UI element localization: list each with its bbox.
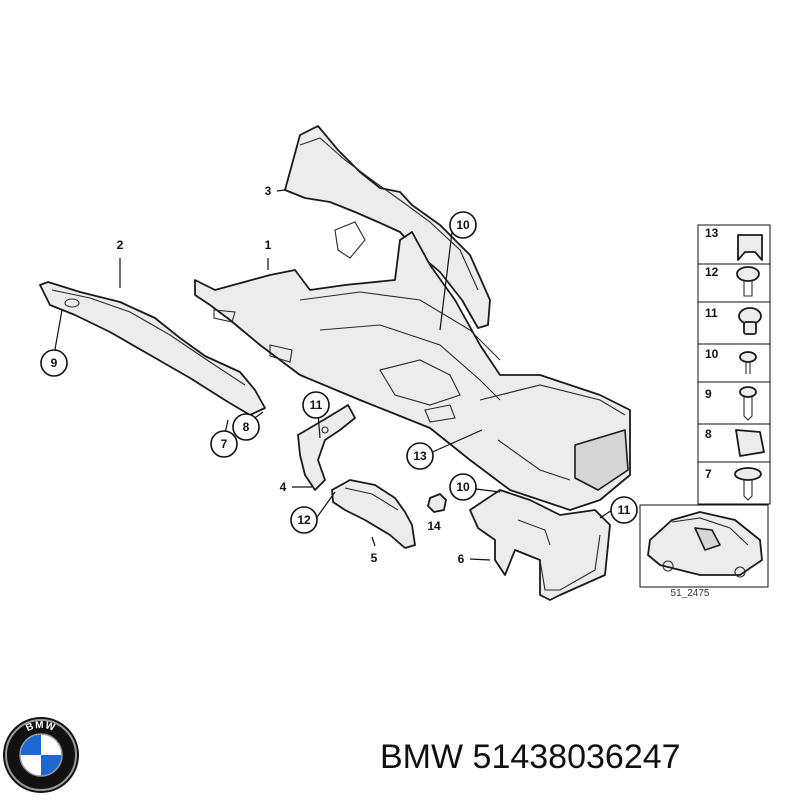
callout-label: 4 [280, 480, 287, 494]
callout-label: 7 [221, 437, 228, 451]
washer-screw-icon [734, 467, 762, 501]
callout-circle [449, 473, 477, 501]
bmw-roundel-icon: BMW [3, 717, 79, 793]
legend-label: 8 [705, 427, 712, 441]
callout-11: 11 [302, 391, 330, 419]
callout-1: 1 [265, 238, 272, 252]
callout-circle [406, 442, 434, 470]
svg-text:BMW: BMW [25, 720, 58, 734]
callout-label: 2 [117, 238, 124, 252]
part-3-side-trim [284, 125, 491, 329]
legend-label: 10 [705, 347, 719, 361]
callout-13: 13 [406, 442, 434, 470]
legend-label: 9 [705, 387, 712, 401]
callout-6: 6 [458, 552, 465, 566]
part-14-clip [427, 493, 447, 513]
callout-9: 9 [40, 349, 68, 377]
part-number: 51438036247 [472, 738, 681, 776]
callout-circle [610, 496, 638, 524]
callout-circle [302, 391, 330, 419]
legend-label: 13 [705, 226, 719, 240]
callout-label: 11 [310, 398, 323, 412]
callout-label: 5 [371, 551, 378, 565]
callout-12: 12 [290, 506, 318, 534]
callout-circle [232, 413, 260, 441]
callout-label: 10 [456, 218, 470, 232]
callout-label: 3 [265, 184, 272, 198]
brand-name: BMW [380, 738, 464, 776]
callout-label: 1 [265, 238, 272, 252]
callout-label: 9 [51, 356, 58, 370]
callout-4: 4 [280, 480, 287, 494]
legend-label: 11 [705, 306, 718, 320]
callout-5: 5 [371, 551, 378, 565]
callout-2: 2 [117, 238, 124, 252]
hardware-legend: 13 12 11 10 9 8 7 [697, 224, 771, 505]
spring-nut-icon [735, 429, 765, 457]
legend-label: 7 [705, 467, 712, 481]
callout-label: 12 [297, 513, 311, 527]
callout-circle [210, 430, 238, 458]
part-4-bracket [297, 404, 356, 491]
callout-11: 11 [610, 496, 638, 524]
callout-label: 14 [427, 519, 441, 533]
callout-label: 10 [456, 480, 470, 494]
clip-nut-icon [737, 234, 763, 261]
screw-icon [739, 351, 757, 374]
callout-circle [290, 506, 318, 534]
part-5-bracket-panel [331, 479, 416, 549]
callout-circle [40, 349, 68, 377]
expansion-rivet-icon [738, 307, 762, 335]
callout-label: 13 [413, 449, 427, 463]
rivet-icon [736, 266, 760, 297]
callout-label: 6 [458, 552, 465, 566]
callout-label: 11 [618, 503, 631, 517]
callout-7: 7 [210, 430, 238, 458]
callout-label: 8 [243, 420, 250, 434]
reference-code: 51_2475 [671, 588, 710, 599]
car-location-inset: 51_2475 [639, 504, 769, 599]
long-screw-icon [739, 386, 757, 421]
callout-14: 14 [427, 519, 441, 533]
callout-circle [449, 211, 477, 239]
part-6-support-frame [469, 489, 611, 601]
legend-label: 12 [705, 265, 719, 279]
part-2-side-panel [39, 281, 266, 416]
callout-10: 10 [449, 211, 477, 239]
footer-part-label: BMW 51438036247 [380, 738, 681, 777]
callout-8: 8 [232, 413, 260, 441]
callout-10: 10 [449, 473, 477, 501]
part-1-center-console [194, 231, 631, 511]
callout-3: 3 [265, 184, 272, 198]
